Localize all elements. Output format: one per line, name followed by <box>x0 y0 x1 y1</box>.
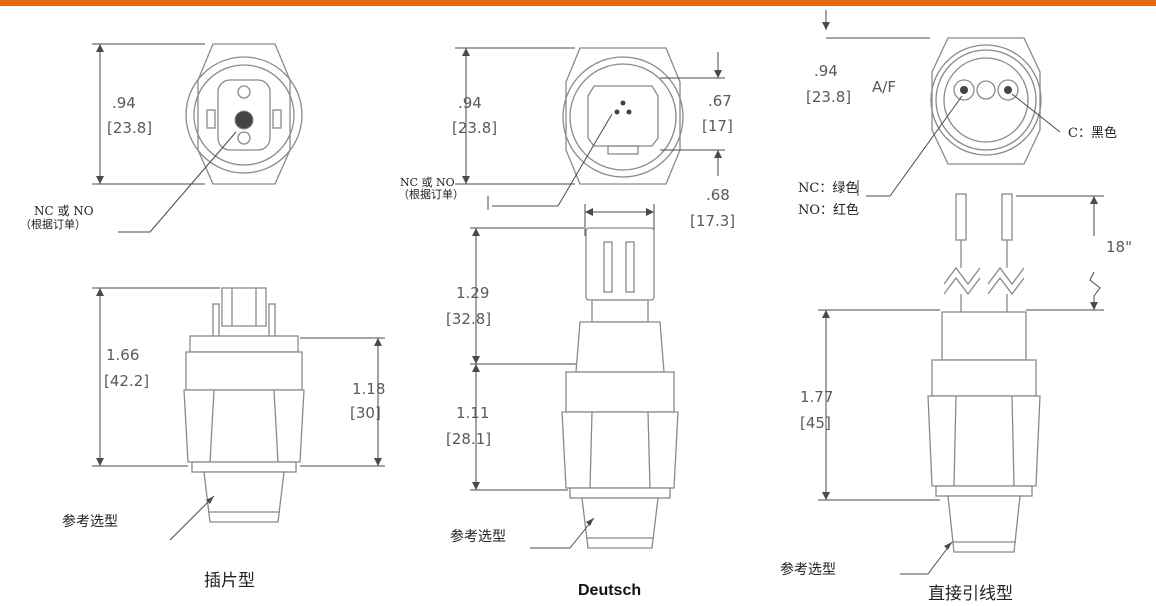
left-caption: 插片型 <box>204 571 255 591</box>
left-side-view <box>183 287 305 523</box>
right-af-mm: [23.8] <box>806 88 851 106</box>
mid-lower-in: 1.11 <box>456 404 489 422</box>
mid-width-dimension: .68 [17.3] <box>584 186 735 236</box>
mid-callout: NC 或 NO （根据订单） <box>398 113 613 210</box>
mid-caption: Deutsch <box>578 582 641 599</box>
right-lead-dimension: 18" <box>1016 195 1132 311</box>
right-af-suffix: A/F <box>872 78 896 96</box>
mid-lower-mm: [28.1] <box>446 430 491 448</box>
mid-lower-dimension: 1.11 [28.1] <box>446 364 568 491</box>
left-height-in: 1.66 <box>106 346 139 364</box>
mid-top-dim-in: .94 <box>458 94 482 112</box>
mid-width-in: .68 <box>706 186 730 204</box>
left-top-dim-mm: [23.8] <box>107 119 152 137</box>
right-ref-callout: 参考选型 <box>780 541 953 578</box>
left-ref-callout: 参考选型 <box>62 495 215 541</box>
right-af-dimension: .94 [23.8] A/F <box>806 10 930 106</box>
left-top-view <box>185 43 303 185</box>
mid-upper-mm: [32.8] <box>446 310 491 328</box>
mid-upper-in: 1.29 <box>456 284 489 302</box>
mid-top-dim-mm: [23.8] <box>452 119 497 137</box>
mid-callout-line2: （根据订单） <box>398 187 464 201</box>
left-height-dimension: 1.66 [42.2] <box>92 287 220 467</box>
mid-top-view <box>562 47 684 185</box>
right-nc-label: NC：绿色 <box>798 180 858 196</box>
right-lead-len: 18" <box>1106 238 1132 256</box>
right-caption: 直接引线型 <box>928 584 1013 604</box>
right-body-in: 1.77 <box>800 388 833 406</box>
mid-connector-dimension: .67 [17] <box>660 52 733 176</box>
left-callout: NC 或 NO （根据订单） <box>20 131 237 233</box>
right-af-in: .94 <box>814 62 838 80</box>
right-ref-label: 参考选型 <box>780 561 836 578</box>
right-body-mm: [45] <box>800 414 831 432</box>
mid-conn-dim-in: .67 <box>708 92 732 110</box>
left-callout-line2: （根据订单） <box>20 217 86 231</box>
panel-flying-leads: .94 [23.8] A/F C：黑色 NC：绿色 NO：红色 <box>780 10 1132 604</box>
panel-deutsch: .94 [23.8] .67 [17] NC 或 NO （根据订单） . <box>398 47 735 599</box>
right-side-view <box>927 193 1041 553</box>
mid-top-dimension: .94 [23.8] <box>452 47 575 185</box>
mid-ref-label: 参考选型 <box>450 528 506 545</box>
left-body-dimension: 1.18 [30] <box>300 337 385 467</box>
left-top-dimension: .94 [23.8] <box>92 43 205 185</box>
right-c-label: C：黑色 <box>1068 125 1117 141</box>
left-callout-line1: NC 或 NO <box>34 204 94 218</box>
right-c-callout: C：黑色 <box>1011 93 1117 141</box>
right-top-view <box>930 37 1042 165</box>
mid-conn-dim-mm: [17] <box>702 117 733 135</box>
mid-callout-line1: NC 或 NO <box>400 176 455 189</box>
right-no-label: NO：红色 <box>798 202 859 218</box>
left-top-dim-in: .94 <box>112 94 136 112</box>
mid-upper-dimension: 1.29 [32.8] <box>446 227 584 365</box>
mid-side-view <box>561 227 679 549</box>
mid-ref-callout: 参考选型 <box>450 517 595 549</box>
left-height-mm: [42.2] <box>104 372 149 390</box>
left-body-mm: [30] <box>350 404 381 422</box>
right-body-dimension: 1.77 [45] <box>800 309 940 501</box>
mid-width-mm: [17.3] <box>690 212 735 230</box>
panel-spade-terminal: .94 [23.8] NC 或 NO （根据订单） <box>20 43 385 591</box>
left-body-in: 1.18 <box>352 380 385 398</box>
right-nc-no-callout: NC：绿色 NO：红色 <box>798 95 963 218</box>
left-ref-label: 参考选型 <box>62 513 118 530</box>
top-accent-bar <box>0 0 1156 6</box>
